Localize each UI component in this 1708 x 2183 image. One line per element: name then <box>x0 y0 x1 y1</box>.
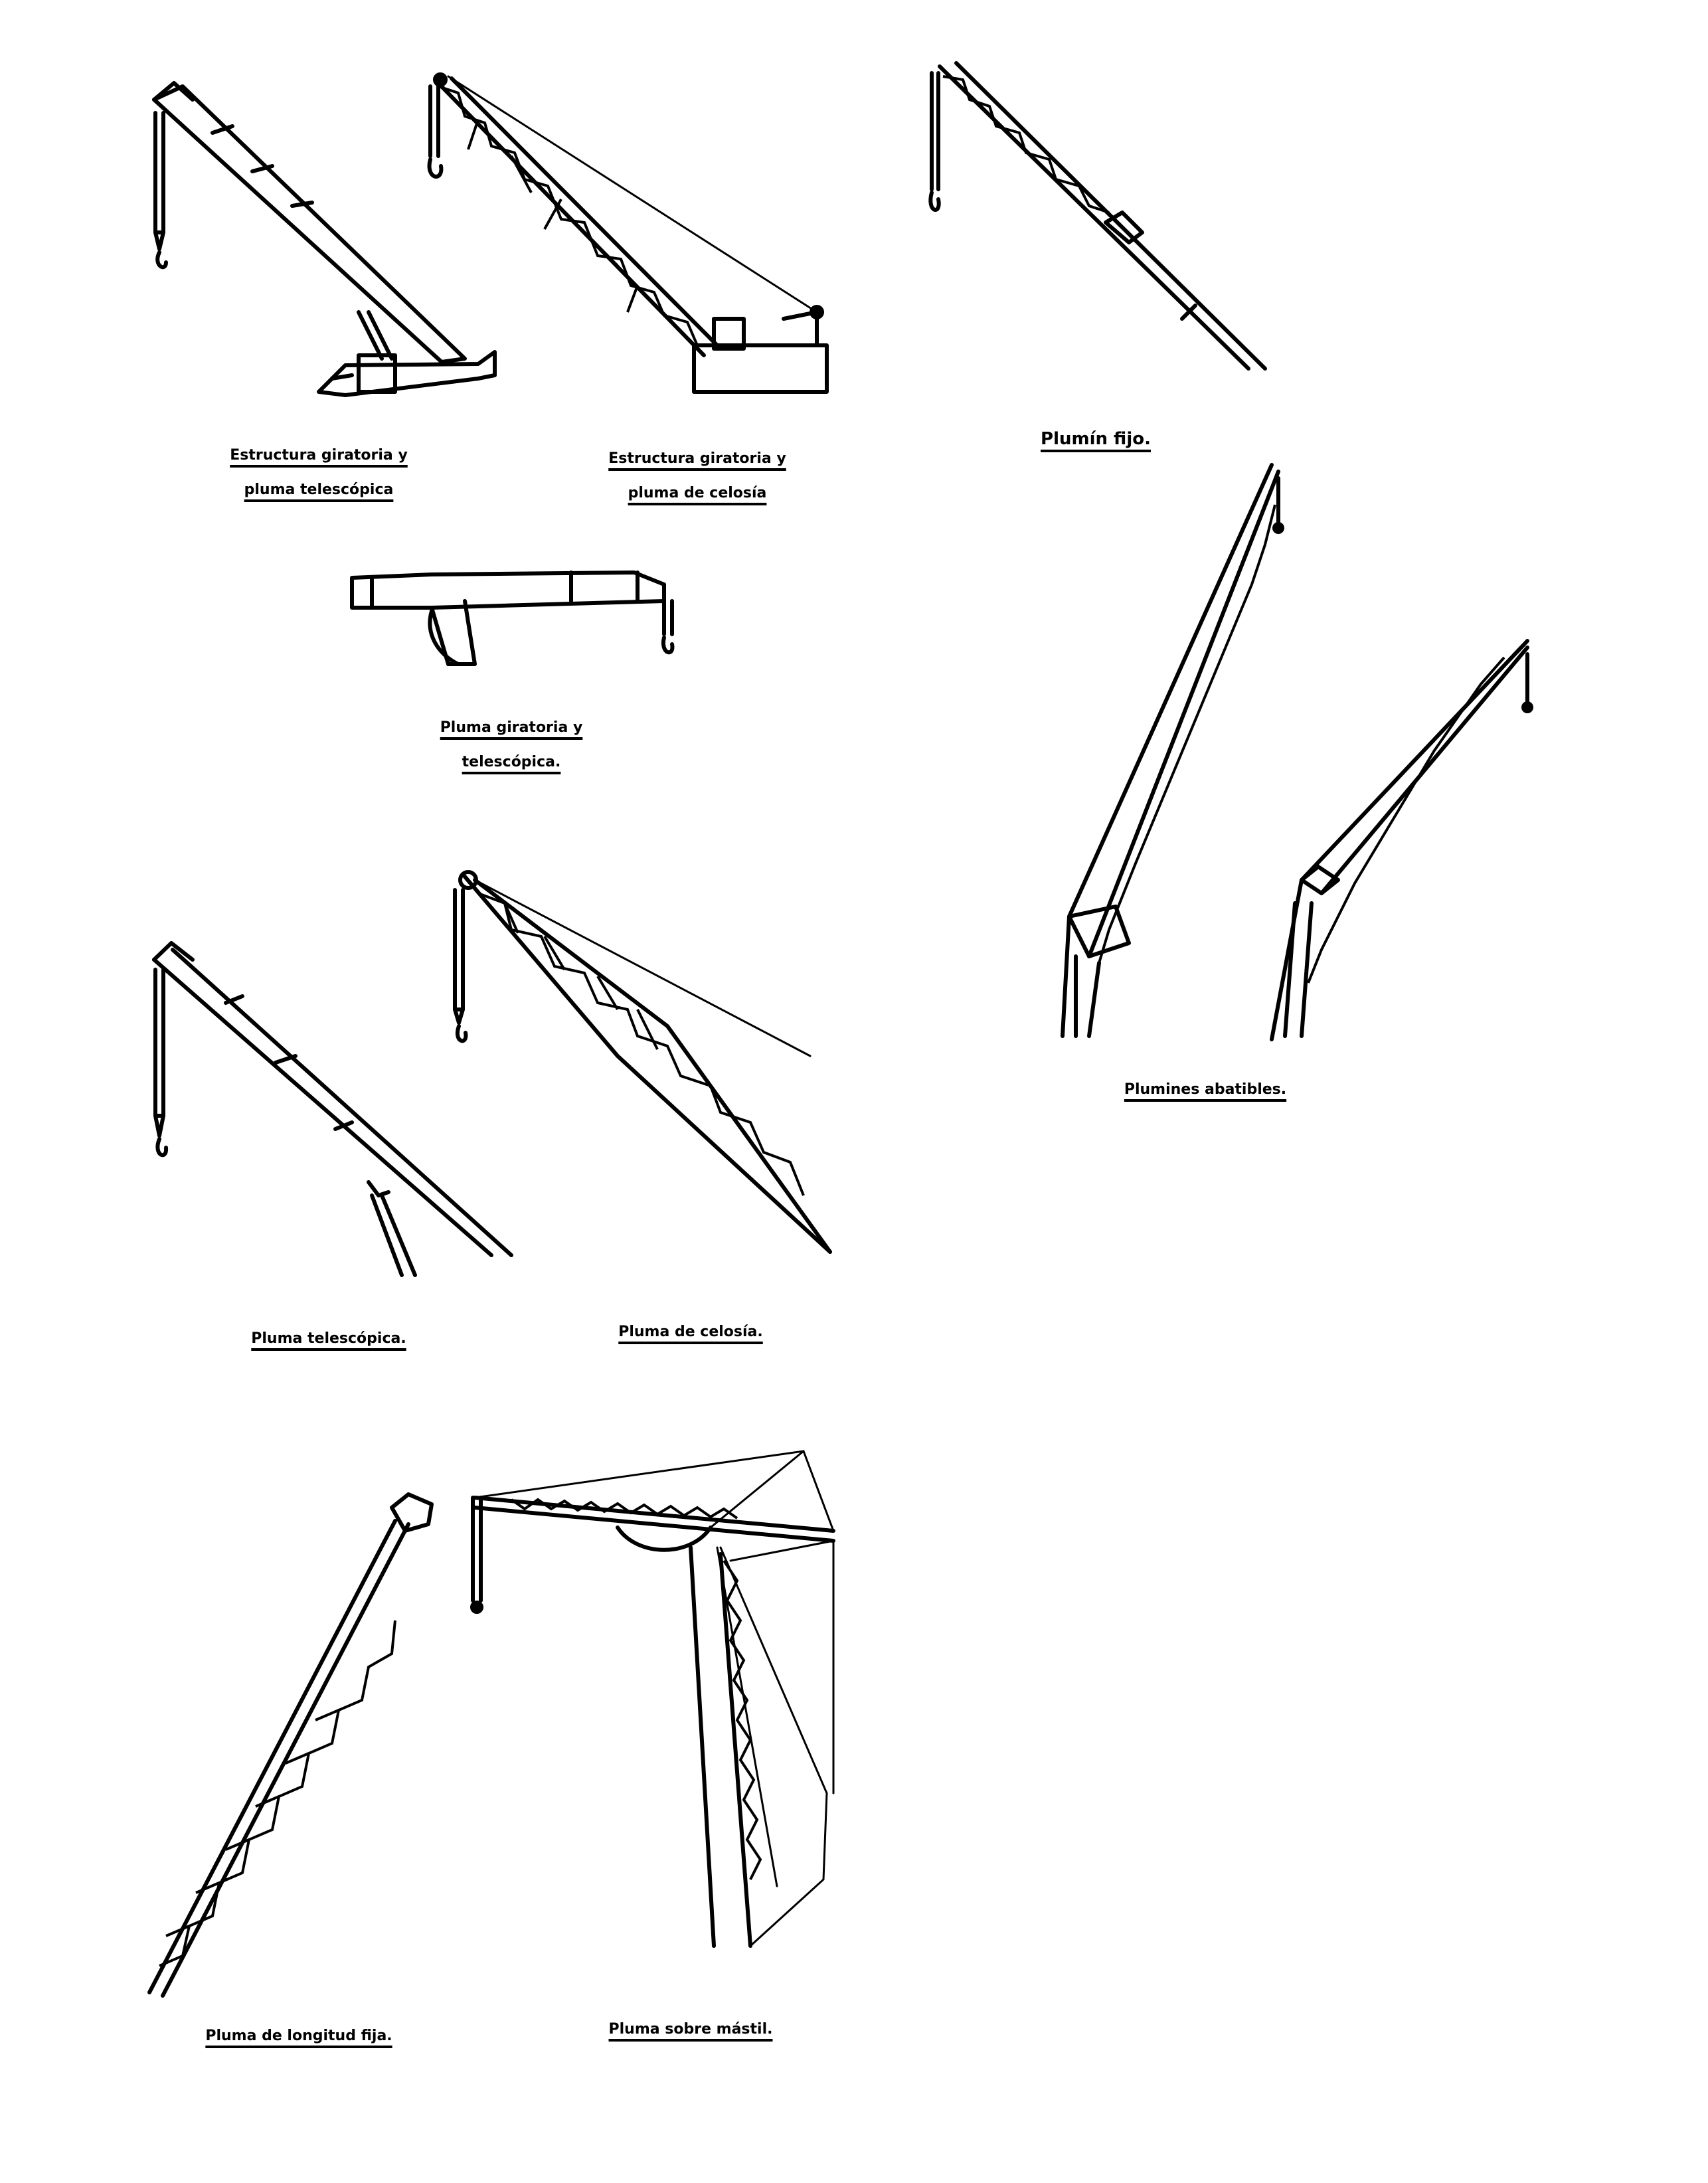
crane-telescopic-boom-drawing <box>152 941 513 1277</box>
crane-luffing-jibs-drawing <box>1061 463 1533 1041</box>
crane-lattice-boom-drawing <box>453 870 832 1254</box>
crane-slewing-telescopic-boom-drawing <box>350 570 675 666</box>
caption-fixed-jib: Plumín fijo. <box>1041 429 1151 449</box>
caption-mast-boom: Pluma sobre mástil. <box>608 2021 773 2038</box>
crane-fixed-length-boom-drawing <box>147 1492 434 1998</box>
crane-slewing-telescopic-drawing <box>152 81 497 397</box>
caption-lattice-boom: Pluma de celosía. <box>618 1324 763 1340</box>
caption-luffing-jibs: Plumines abatibles. <box>1124 1081 1287 1098</box>
crane-mast-boom-drawing <box>470 1450 835 1948</box>
caption-telescopic-boom: Pluma telescópica. <box>251 1330 406 1347</box>
caption-slewing-lattice: Estructura giratoria y pluma de celosía <box>608 450 786 501</box>
caption-slewing-telescopic: Estructura giratoria y pluma telescópica <box>230 447 408 498</box>
caption-slewing-telescopic-boom: Pluma giratoria y telescópica. <box>440 719 583 770</box>
crane-fixed-jib-drawing <box>928 61 1267 371</box>
crane-slewing-lattice-drawing <box>427 72 829 394</box>
caption-fixed-length-boom: Pluma de longitud fija. <box>205 2028 392 2044</box>
